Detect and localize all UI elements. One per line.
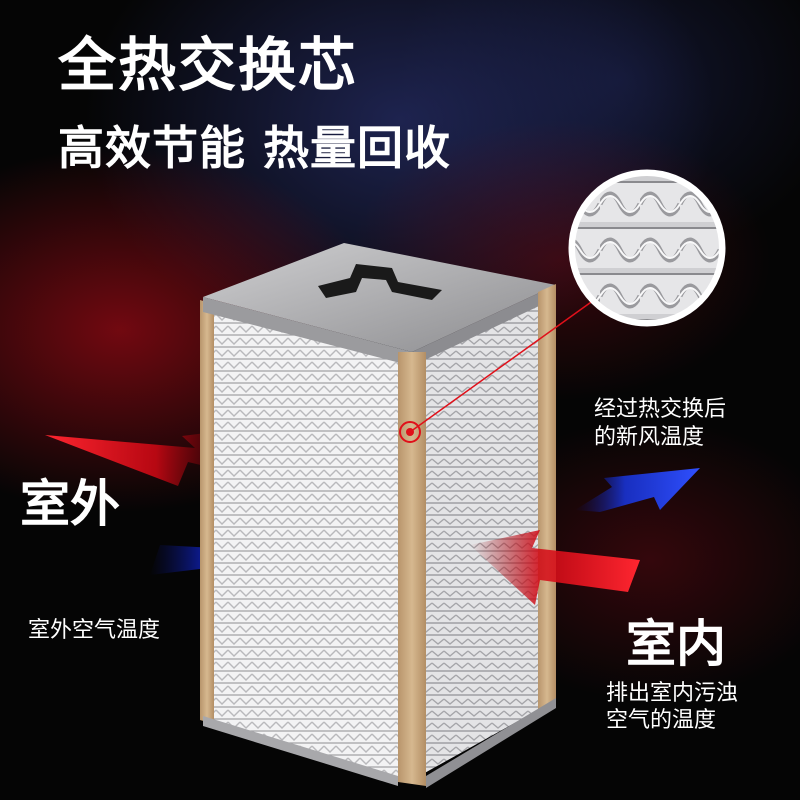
- fresh-air-arrow: [575, 468, 700, 512]
- outdoor-temp-label: 室外空气温度: [28, 618, 161, 643]
- carry-handle-icon: [318, 264, 442, 300]
- fresh-air-line2: 的新风温度: [594, 425, 705, 450]
- outdoor-warm-arrow: [45, 430, 230, 486]
- indoor-exhaust-line2: 空气的温度: [606, 708, 717, 733]
- corrugation-zoom: [568, 169, 726, 327]
- indoor-label: 室内: [626, 615, 726, 673]
- target-dot-icon: [399, 421, 421, 443]
- callout-line: [409, 299, 595, 433]
- indoor-warm-arrow: [470, 530, 640, 605]
- indoor-exhaust-line1: 排出室内污浊: [606, 681, 739, 706]
- exchanger-core: [200, 243, 556, 788]
- fresh-air-line1: 经过热交换后: [594, 397, 727, 422]
- subline: 高效节能 热量回收: [58, 121, 452, 175]
- headline: 全热交换芯: [58, 31, 359, 99]
- outdoor-label: 室外: [20, 475, 120, 533]
